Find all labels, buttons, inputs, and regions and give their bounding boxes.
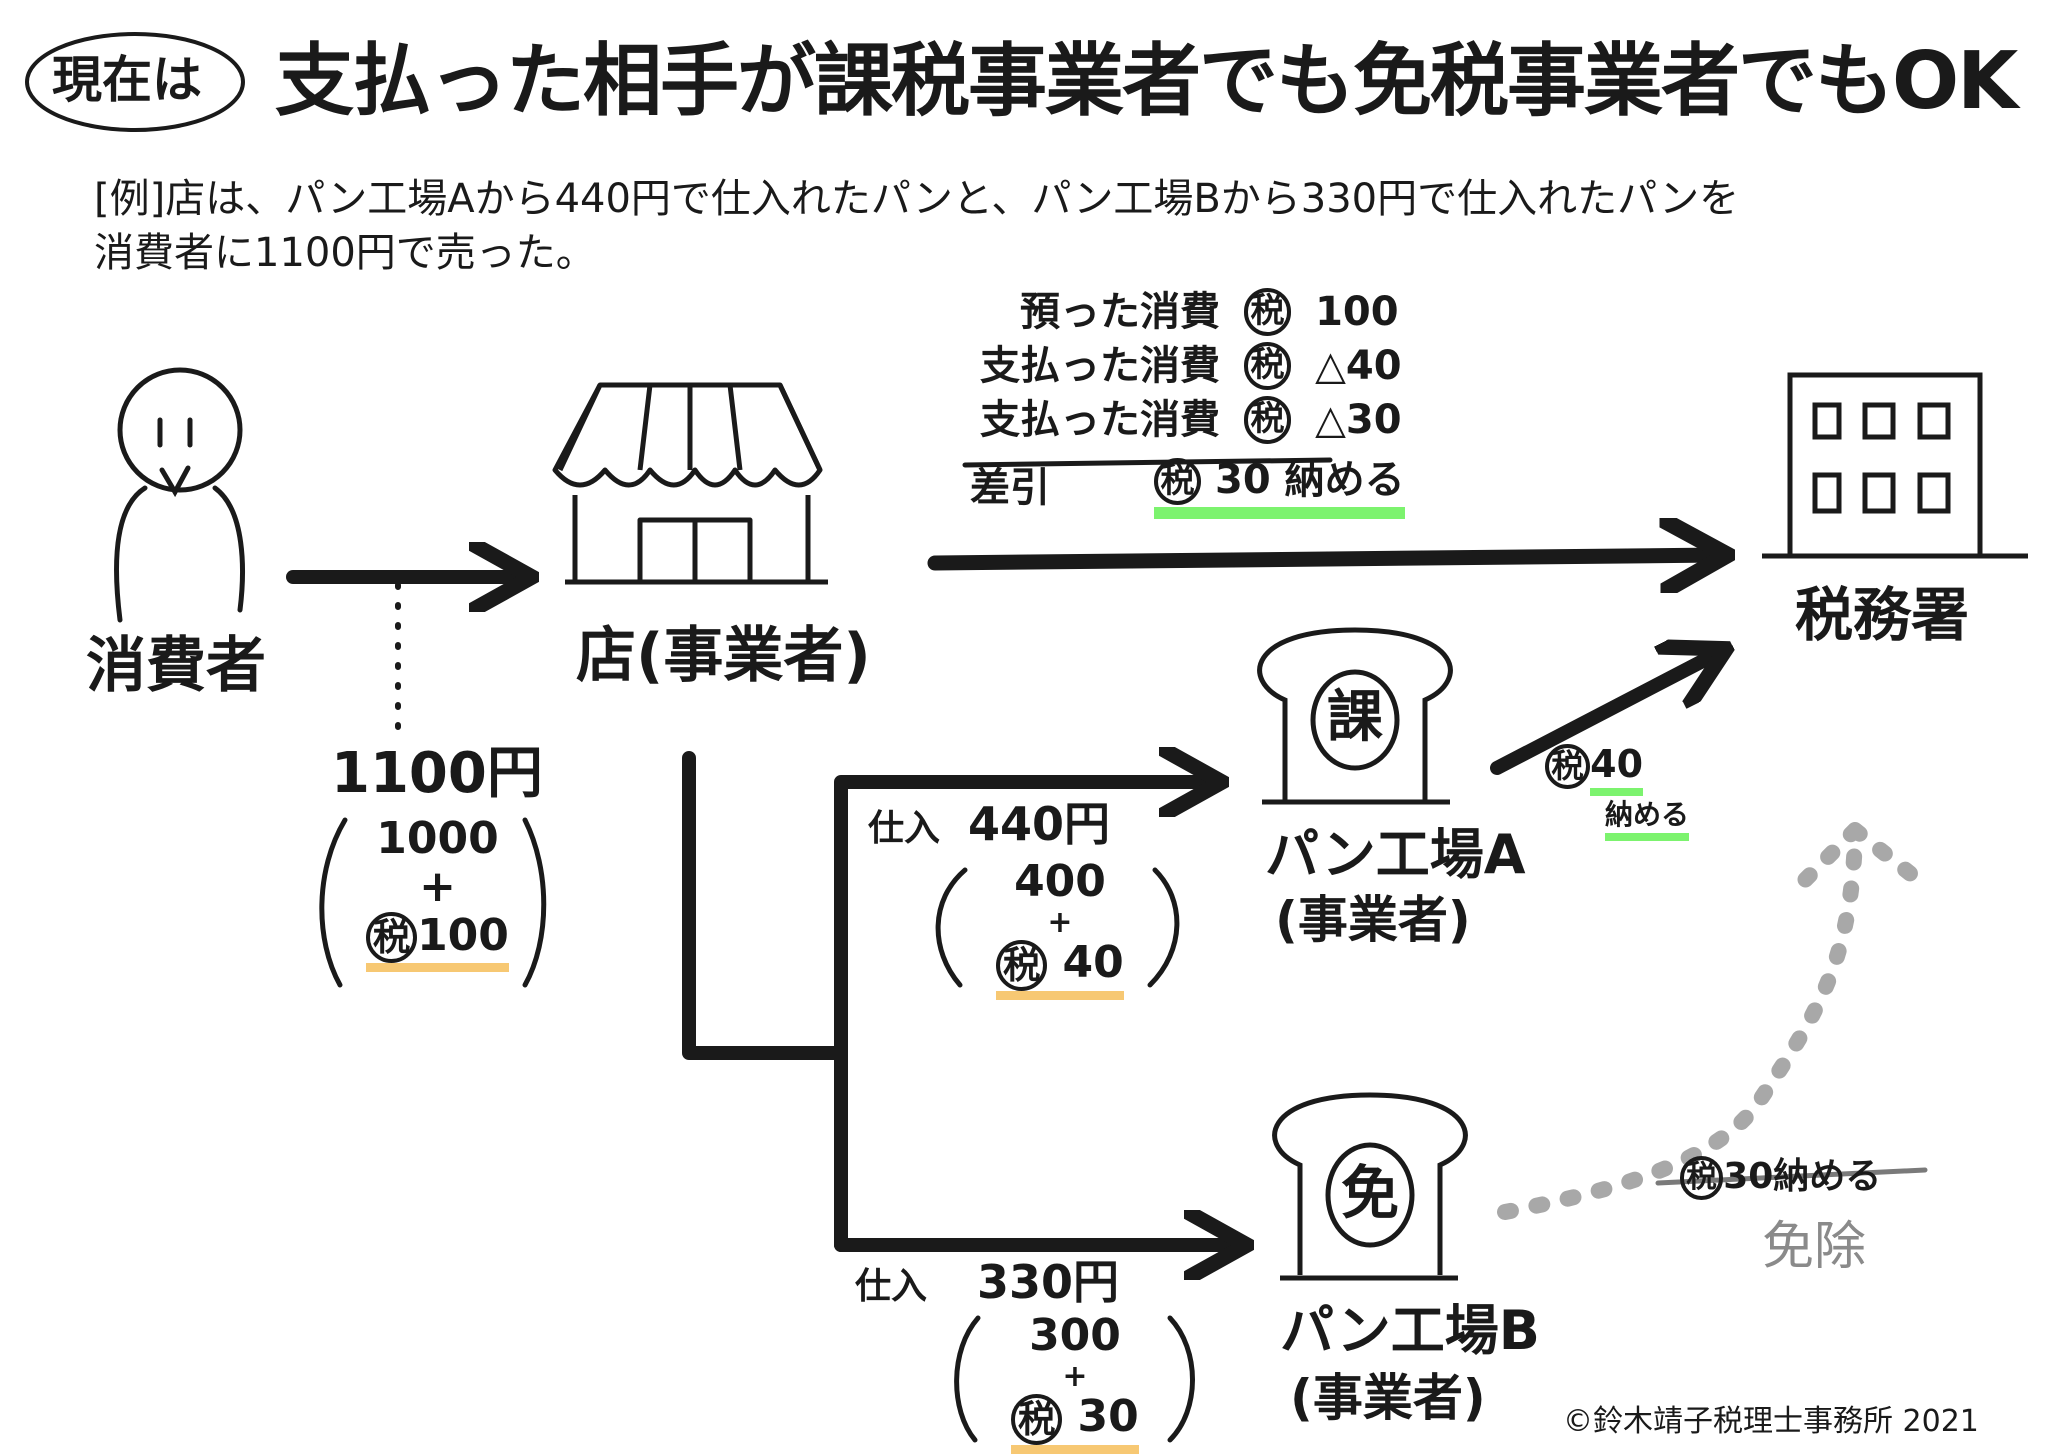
exempt-dotted-arrow — [1497, 822, 1920, 1220]
purchase-a-plus: + — [1047, 905, 1073, 941]
purchase-label: 仕入 — [855, 1266, 928, 1307]
tax-circle-icon: 税 — [1244, 396, 1292, 444]
purchase-b-tax: 税 30 — [1011, 1393, 1139, 1454]
payment-arrow-shop — [927, 555, 1720, 563]
purchase-b-breakdown: 300 + 税 30 — [985, 1310, 1165, 1454]
result-amount: 30 — [1215, 456, 1271, 503]
purchase-branch-lines — [682, 652, 1720, 1245]
factory-a-name: パン工場A — [1265, 823, 1526, 886]
purchase-a-tax-amount: 40 — [1062, 937, 1124, 989]
calc-result-row: 差引 税 30 納める — [970, 457, 1405, 520]
factory-b-payment-amount: 30 — [1723, 1156, 1774, 1197]
example-line-2: 消費者に1100円で売った。 — [94, 230, 596, 276]
bread-icon-a — [1257, 627, 1453, 805]
factory-a-role: (事業者) — [1275, 891, 1471, 949]
purchase-b-tax-amount: 30 — [1077, 1391, 1139, 1443]
purchase-a-label: 仕入 440円 — [868, 798, 1110, 851]
tax-circle-icon: 税 — [1244, 288, 1292, 336]
example-line-1: [例]店は、パン工場Aから440円で仕入れたパンと、パン工場Bから330円で仕入… — [94, 176, 1740, 222]
result-label: 差引 — [970, 465, 1050, 511]
purchase-b-base: 300 — [1029, 1310, 1121, 1361]
factory-b-payment-action: 納める — [1773, 1156, 1882, 1197]
calc-row: 預った消費税 100 — [920, 285, 1405, 339]
calc-amount: △30 — [1315, 397, 1402, 443]
purchase-a-base: 400 — [1014, 856, 1106, 907]
purchase-a-breakdown: 400 + 税 40 — [970, 856, 1150, 1000]
calc-divider — [962, 457, 1333, 468]
page-title: 支払った相手が課税事業者でも免税事業者でもOK — [275, 35, 2018, 127]
tax-circle-icon: 税 — [1011, 1393, 1063, 1445]
factory-b-mark: 免 — [1341, 1159, 1400, 1227]
shop-label: 店(事業者) — [576, 621, 871, 691]
tax-circle-icon: 税 — [1680, 1156, 1724, 1200]
calc-amount: 100 — [1315, 289, 1399, 335]
result-action: 納める — [1284, 456, 1405, 503]
badge-oval — [25, 32, 245, 132]
amount-brackets — [319, 817, 1195, 1443]
sale-tax-amount: 100 — [417, 909, 509, 961]
exempt-label: 免除 — [1762, 1217, 1867, 1277]
factory-a-payment-action: 納める — [1605, 798, 1690, 842]
factory-b-name: パン工場B — [1280, 1299, 1540, 1362]
shop-icon — [552, 382, 828, 585]
tax-office-label: 税務署 — [1795, 581, 1970, 649]
factory-a-mark: 課 — [1327, 685, 1383, 750]
copyright: ©鈴木靖子税理士事務所 2021 — [1563, 1404, 1979, 1439]
tax-circle-icon: 税 — [1244, 342, 1292, 390]
consumer-label: 消費者 — [86, 631, 266, 701]
factory-a-payment-amount: 40 — [1590, 742, 1644, 796]
title-badge: 現在は — [52, 51, 202, 109]
tax-circle-icon: 税 — [996, 939, 1048, 991]
result-highlight: 税 30 納める — [1154, 457, 1405, 520]
purchase-a-tax: 税 40 — [996, 939, 1124, 1000]
bread-icon-b — [1272, 1092, 1468, 1281]
calc-row: 支払った消費税 △40 — [920, 339, 1405, 393]
calc-label: 支払った消費 — [980, 343, 1220, 389]
purchase-b-plus: + — [1062, 1359, 1088, 1395]
calc-label: 預った消費 — [1020, 289, 1220, 335]
sale-plus: + — [419, 861, 456, 913]
tax-circle-icon: 税 — [366, 912, 418, 964]
calc-label: 支払った消費 — [980, 397, 1220, 443]
factory-b-role: (事業者) — [1290, 1369, 1486, 1427]
purchase-b-label: 仕入 330円 — [855, 1256, 1119, 1309]
sale-total: 1100円 — [331, 741, 543, 806]
consumer-figure — [114, 367, 245, 623]
tax-circle-icon: 税 — [1154, 458, 1202, 506]
tax-office-building-icon — [1762, 372, 2028, 559]
purchase-label: 仕入 — [868, 808, 941, 849]
calc-amount: △40 — [1315, 343, 1402, 389]
calc-row: 支払った消費税 △30 — [920, 393, 1405, 447]
purchase-total: 330円 — [977, 1255, 1120, 1309]
sale-base: 1000 — [376, 813, 499, 864]
tax-circle-icon: 税 — [1545, 743, 1591, 790]
purchase-total: 440円 — [968, 797, 1111, 851]
